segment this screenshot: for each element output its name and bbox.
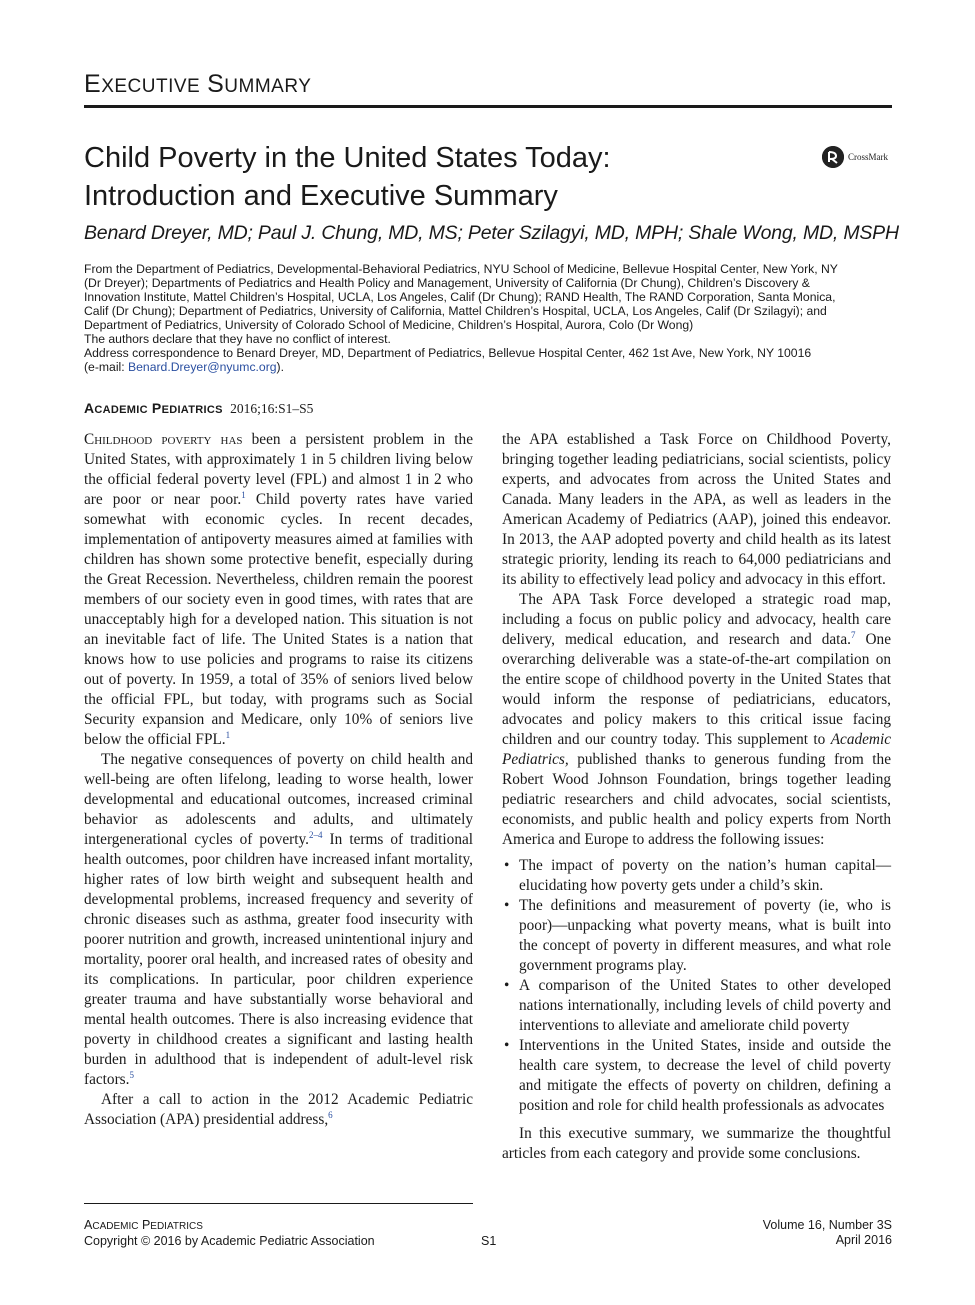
affiliation-line: Innovation Institute, Mattel Children’s … (84, 290, 836, 304)
section-label: EXECUTIVE SUMMARY (84, 70, 312, 98)
bullet-icon: • (504, 897, 510, 914)
page-number: S1 (481, 1234, 497, 1248)
list-item: • The impact of poverty on the nation’s h… (502, 856, 891, 896)
crossmark-label: CrossMark (848, 152, 888, 162)
article-title: Child Poverty in the United States Today… (84, 139, 784, 215)
reference-link[interactable]: 5 (129, 1069, 134, 1080)
citation-reference: 2016;16:S1–S5 (230, 401, 314, 416)
footer-date: April 2016 (835, 1233, 892, 1247)
affiliation-line: From the Department of Pediatrics, Devel… (84, 262, 838, 276)
text-run: In terms of traditional health outcomes,… (84, 831, 474, 1088)
email-suffix: ). (276, 360, 284, 374)
correspondence-email-line: (e-mail: Benard.Dreyer@nyumc.org). (84, 360, 896, 374)
reference-link[interactable]: 7 (851, 629, 856, 640)
title-line-2: Introduction and Executive Summary (84, 180, 558, 212)
footer-rule (84, 1203, 473, 1204)
footer-volume: Volume 16, Number 3S (762, 1218, 892, 1232)
affiliations: From the Department of Pediatrics, Devel… (84, 262, 896, 374)
list-item: • Interventions in the United States, ins… (502, 1036, 891, 1116)
title-line-1: Child Poverty in the United States Today… (84, 142, 611, 174)
paragraph-2: The negative consequences of poverty on … (84, 750, 473, 1090)
text-run: One overarching deliverable was a state-… (502, 631, 891, 748)
section-header: EXECUTIVE SUMMARY (84, 70, 892, 108)
header-rule (84, 105, 892, 108)
reference-link[interactable]: 2–4 (309, 829, 323, 840)
bullet-icon: • (504, 857, 510, 874)
email-prefix: (e-mail: (84, 360, 129, 374)
conflict-statement: The authors declare that they have no co… (84, 332, 391, 346)
crossmark-badge[interactable]: CrossMark (822, 146, 888, 168)
list-item-text: The impact of poverty on the nation’s hu… (519, 857, 891, 894)
paragraph-3: After a call to action in the 2012 Acade… (84, 1090, 473, 1130)
list-item: • The definitions and measurement of pove… (502, 896, 891, 976)
left-column: Childhood poverty has been a persistent … (84, 430, 473, 1130)
footer-left: ACADEMIC PEDIATRICS Copyright © 2016 by … (84, 1218, 375, 1249)
reference-link[interactable]: 6 (328, 1109, 333, 1120)
text-run: The APA Task Force developed a strategic… (502, 591, 891, 648)
list-item-text: A comparison of the United States to oth… (519, 977, 891, 1034)
affiliation-line: (Dr Dreyer); Departments of Pediatrics a… (84, 276, 810, 290)
correspondence-address: Address correspondence to Benard Dreyer,… (84, 346, 812, 360)
text-run: Child poverty rates have varied somewhat… (84, 491, 474, 748)
text-run: published thanks to generous funding fro… (502, 751, 891, 848)
paragraph-5: In this executive summary, we summarize … (502, 1125, 891, 1162)
list-item-text: Interventions in the United States, insi… (519, 1037, 891, 1114)
crossmark-icon (822, 146, 844, 168)
right-column: the APA established a Task Force on Chil… (502, 430, 891, 1164)
author-list: Benard Dreyer, MD; Paul J. Chung, MD, MS… (84, 222, 899, 244)
text-run: After a call to action in the 2012 Acade… (84, 1091, 473, 1128)
footer-copyright: Copyright © 2016 by Academic Pediatric A… (84, 1234, 375, 1248)
affiliation-line: Calif (Dr Chung); Department of Pediatri… (84, 304, 827, 318)
bullet-icon: • (504, 977, 510, 994)
text-run: been a persistent problem in the United … (84, 431, 473, 508)
email-link[interactable]: Benard.Dreyer@nyumc.org (128, 360, 277, 374)
paragraph-1: Childhood poverty has been a persistent … (84, 430, 473, 750)
bullet-icon: • (504, 1037, 510, 1054)
reference-link[interactable]: 1 (225, 729, 231, 740)
journal-citation: ACADEMIC PEDIATRICS 2016;16:S1–S5 (84, 400, 313, 417)
lead-in: Childhood poverty has (84, 431, 243, 448)
list-item: • A comparison of the United States to ot… (502, 976, 891, 1036)
journal-name: Academic Pediatrics, (502, 731, 891, 768)
footer-right: Volume 16, Number 3S April 2016 (763, 1218, 892, 1248)
reference-link[interactable]: 1 (241, 489, 246, 500)
citation-journal: ACADEMIC PEDIATRICS (84, 400, 223, 416)
paragraph-3-continued: the APA established a Task Force on Chil… (502, 431, 891, 588)
list-item-text: The definitions and measurement of pover… (519, 897, 891, 974)
paragraph-4: The APA Task Force developed a strategic… (502, 590, 891, 850)
footer-journal: ACADEMIC PEDIATRICS (84, 1218, 203, 1232)
affiliation-line: Department of Pediatrics, University of … (84, 318, 694, 332)
issue-list: • The impact of poverty on the nation’s h… (502, 856, 891, 1116)
text-run: The negative consequences of poverty on … (84, 751, 473, 848)
